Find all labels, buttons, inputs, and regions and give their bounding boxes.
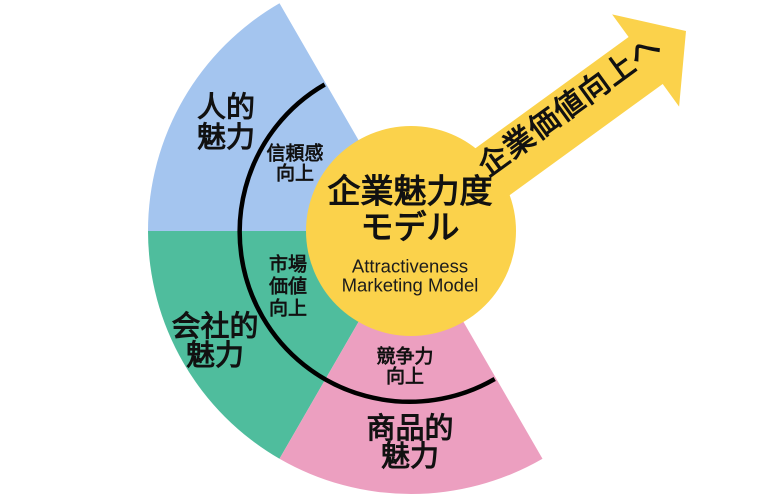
segment-human-label-line2: 魅力 — [197, 121, 255, 154]
inner-benefit-product-line1: 競争力 — [376, 345, 433, 368]
segment-product-label-line2: 魅力 — [381, 440, 439, 473]
segment-product-wedge — [279, 231, 543, 494]
inner-benefit-product-line2: 向上 — [386, 365, 424, 388]
center-title-line2: モデル — [361, 209, 460, 246]
center-subtitle-line1: Attractiveness — [352, 256, 468, 277]
center-subtitle-line2: Marketing Model — [342, 275, 479, 296]
inner-benefit-company-line3: 向上 — [269, 297, 307, 320]
growth-arrow-label: 企業価値向上へ — [472, 28, 668, 183]
inner-ring-divider-arc — [237, 82, 496, 404]
inner-benefit-company-line2: 価値 — [268, 276, 307, 298]
segment-human-label-line1: 人的 — [197, 90, 255, 124]
segment-product-label-line1: 商品的 — [366, 411, 453, 445]
segment-company-label-line2: 魅力 — [186, 339, 244, 372]
inner-benefit-human-line2: 向上 — [276, 162, 314, 185]
growth-arrow — [442, 14, 686, 220]
center-title-line1: 企業魅力度 — [328, 173, 493, 210]
inner-benefit-human-line1: 信頼感 — [266, 142, 323, 165]
inner-benefit-company-line1: 市場 — [269, 253, 307, 276]
center-circle — [306, 126, 516, 336]
segment-company-label-line1: 会社的 — [171, 309, 258, 343]
